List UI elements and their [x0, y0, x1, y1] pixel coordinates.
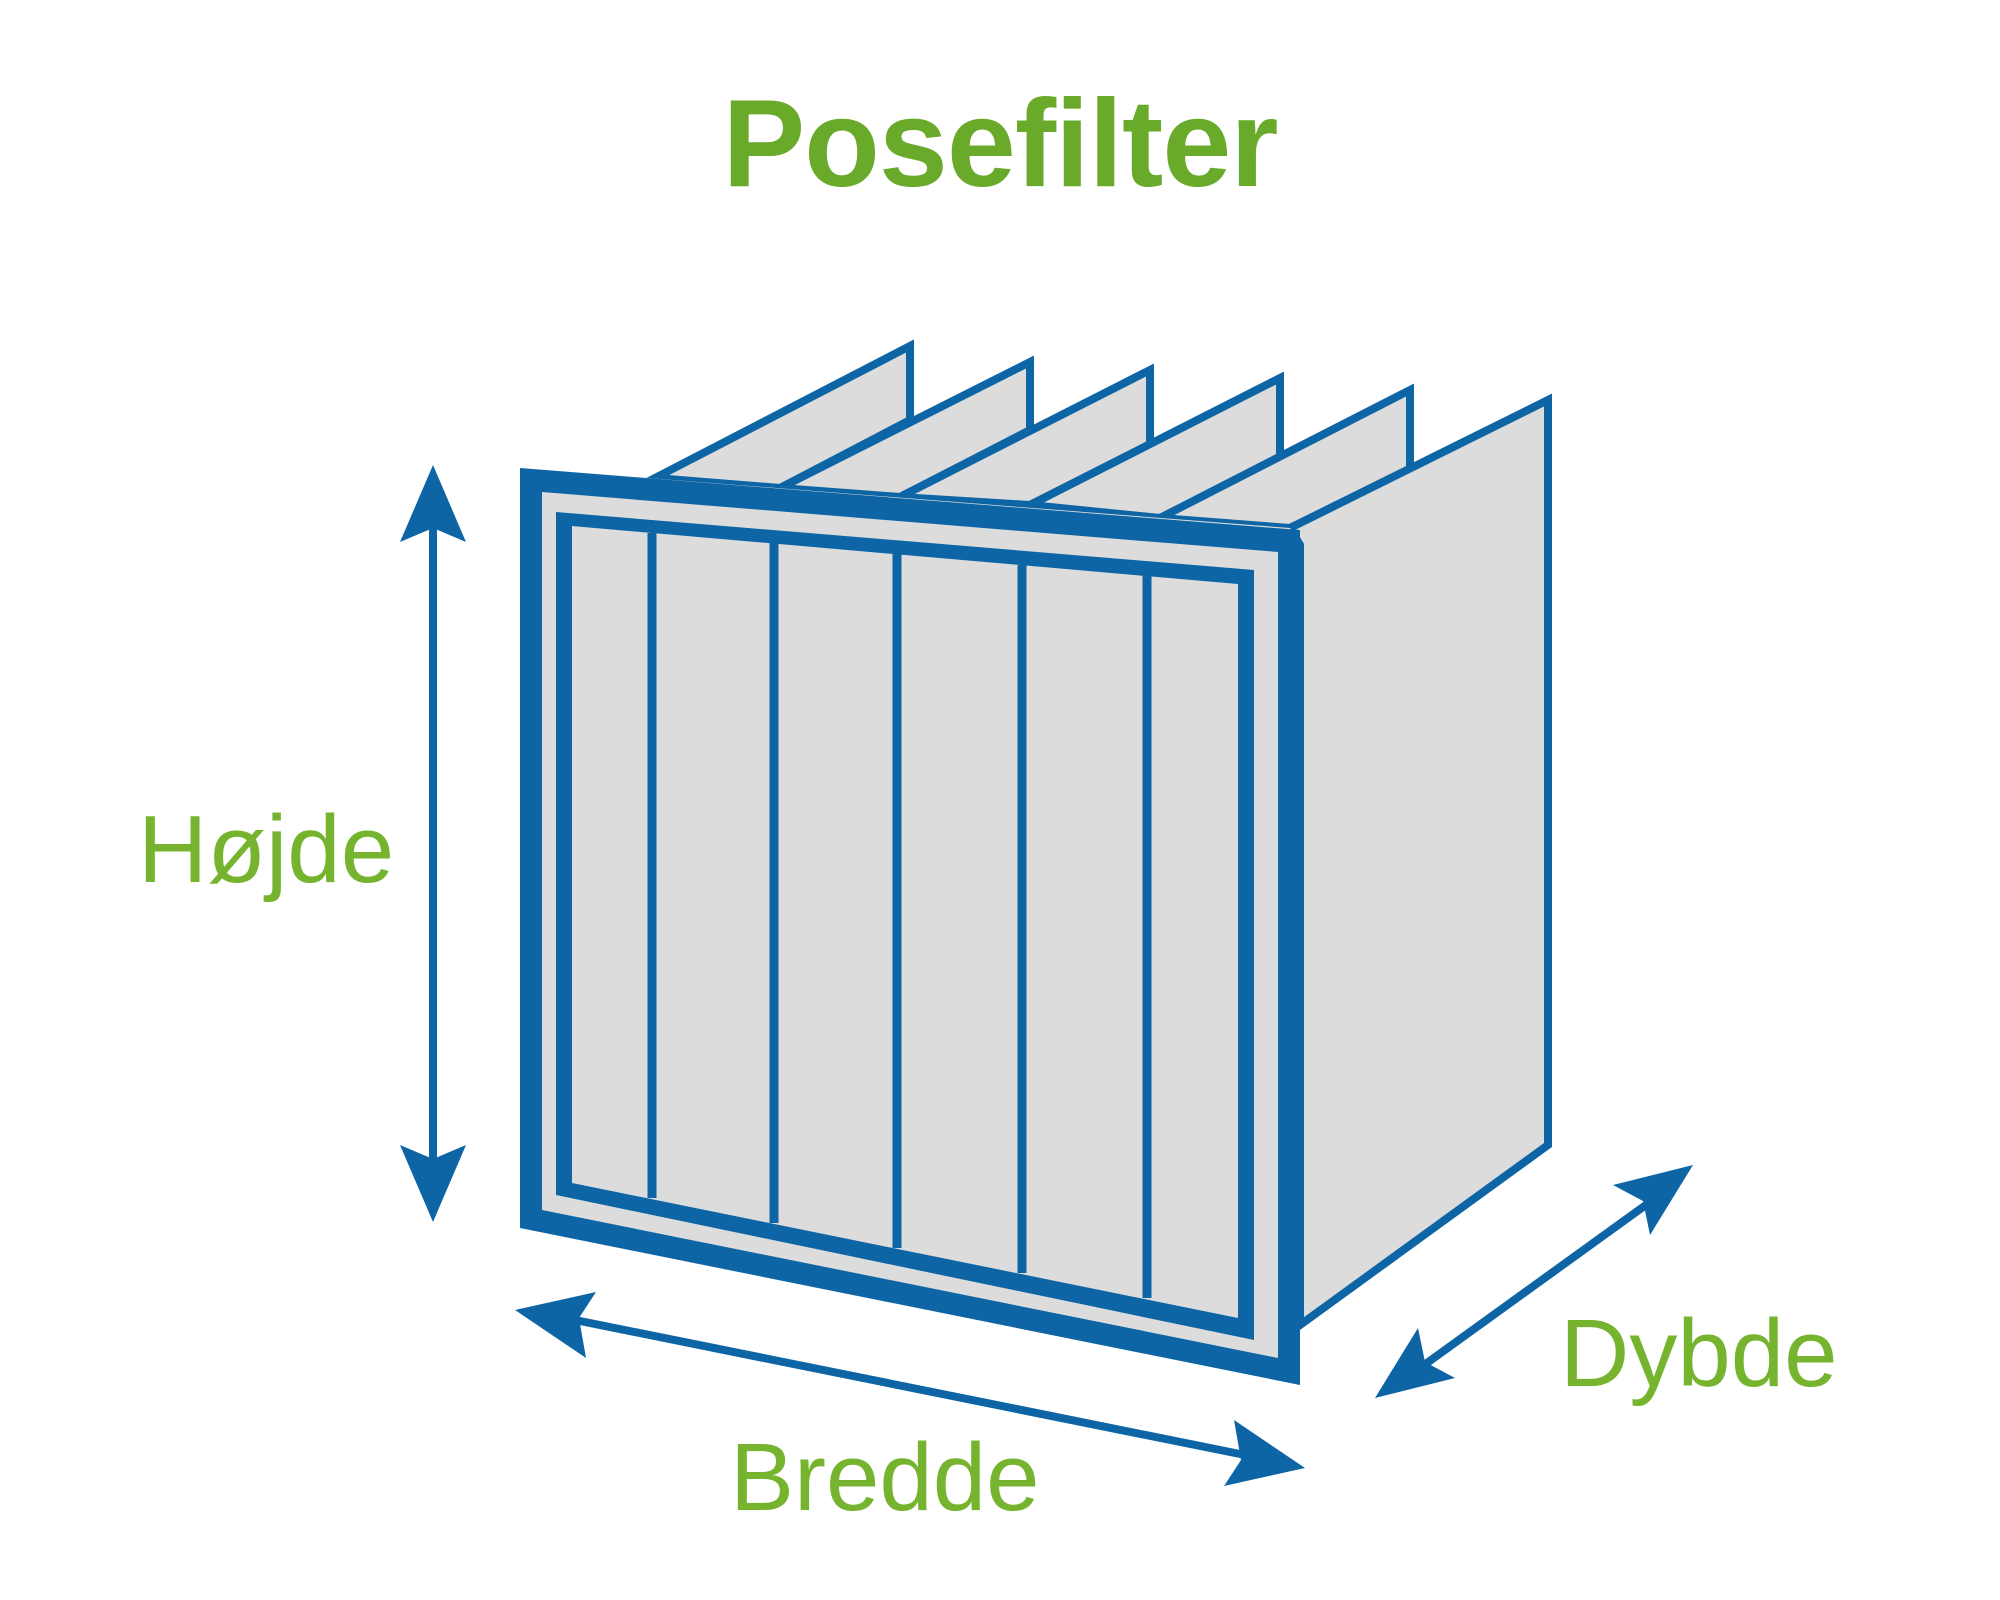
width-arrow-head-right — [1224, 1420, 1305, 1486]
depth-arrow-head-top — [1613, 1165, 1693, 1235]
pocket-dividers — [647, 533, 1152, 1298]
height-label: Højde — [138, 796, 395, 903]
depth-arrow — [1375, 1165, 1693, 1398]
width-arrow — [515, 1292, 1305, 1486]
height-arrow-head-bottom — [400, 1145, 466, 1222]
width-arrow-head-left — [515, 1292, 596, 1358]
depth-arrow-head-bottom — [1375, 1328, 1455, 1398]
depth-arrow-shaft — [1417, 1198, 1653, 1372]
width-label: Bredde — [730, 1424, 1040, 1531]
height-arrow-head-top — [400, 465, 466, 542]
width-arrow-shaft — [574, 1316, 1246, 1459]
height-arrow — [400, 465, 466, 1222]
frame-inner-panel — [572, 526, 1238, 1318]
depth-label: Dybde — [1560, 1300, 1838, 1407]
filter-pocket-6-side — [1284, 393, 1552, 1333]
filter-front-frame — [520, 468, 1300, 1385]
diagram-title: Posefilter — [722, 75, 1278, 213]
